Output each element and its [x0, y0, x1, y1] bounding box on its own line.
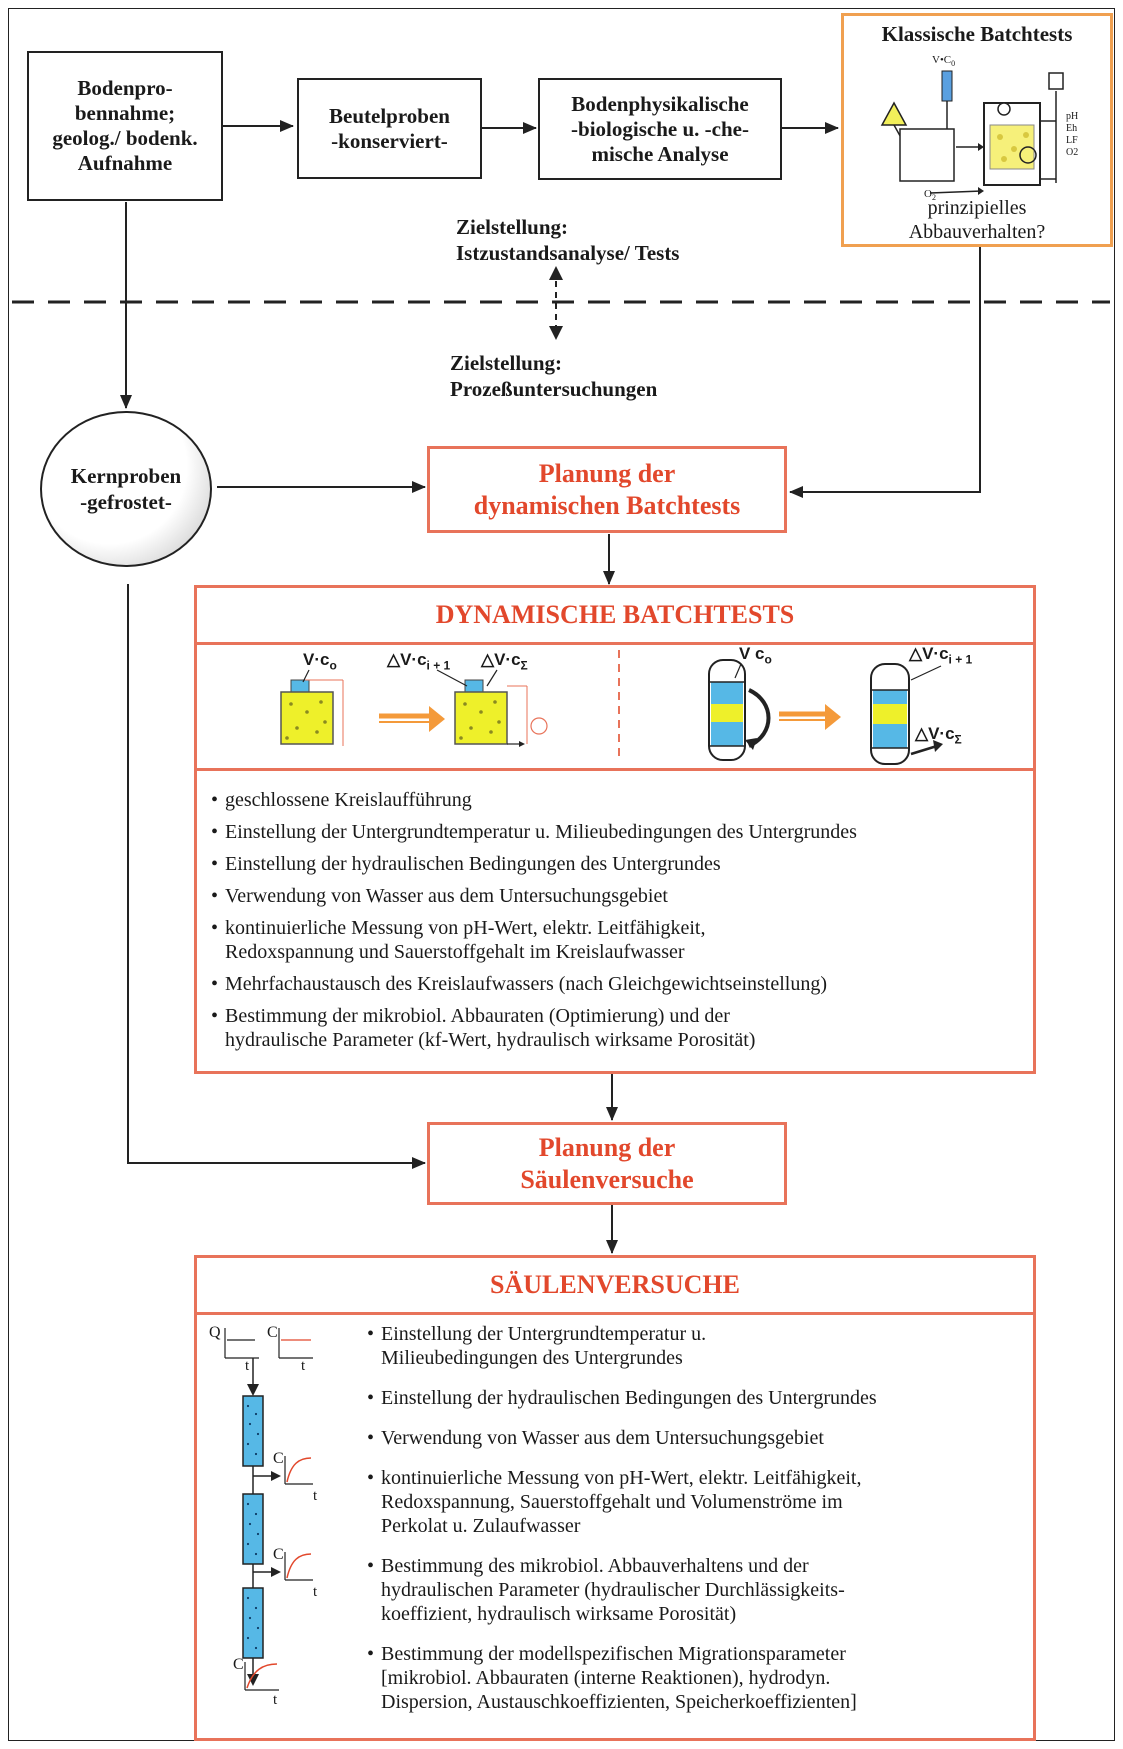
label-dvc-sum: △V·cΣ [481, 650, 528, 673]
batch-list-item: Verwendung von Wasser aus dem Untersuchu… [209, 884, 1023, 908]
batch-list-item: Mehrfachaustausch des Kreislaufwassers (… [209, 972, 1023, 996]
saeulen-list-item: Einstellung der hydraulischen Bedingunge… [365, 1386, 1023, 1410]
label-col-vc: V co [739, 644, 772, 667]
arrow-kern-to-saeulen [127, 584, 426, 1169]
axis-c-4: C [233, 1656, 244, 1673]
label-o2v: O2 [1066, 147, 1079, 158]
axis-t-1: t [245, 1358, 250, 1374]
axis-t-4: t [313, 1584, 318, 1600]
zielstellung-bottom: Zielstellung: Prozeßuntersuchungen [450, 351, 658, 401]
node-analyse: Bodenphysikalische -biologische u. -che-… [538, 78, 782, 180]
batch-list-item: kontinuierliche Messung von pH-Wert, ele… [209, 916, 1023, 964]
label-vc: V·co [303, 650, 337, 673]
column-series-schematic [224, 1328, 313, 1691]
dynamische-batchtests-panel: DYNAMISCHE BATCHTESTS [194, 585, 1036, 1074]
saeulen-list-item: Bestimmung der modellspezifischen Migrat… [365, 1642, 1023, 1714]
batch-list-item: Einstellung der Untergrundtemperatur u. … [209, 820, 1023, 844]
arrow-klassisch-to-planung [789, 247, 981, 498]
saeulenversuche-panel: SÄULENVERSUCHE [194, 1255, 1036, 1741]
saeulen-requirements-list: Einstellung der Untergrundtemperatur u. … [365, 1322, 1023, 1730]
node-kernproben: Kernproben -gefrostet- [40, 411, 212, 567]
batch-illustration [280, 650, 943, 765]
label-vc0: V•C0 [932, 54, 956, 69]
batch-list-item: geschlossene Kreislaufführung [209, 788, 1023, 812]
node-beutelproben: Beutelproben -konserviert- [297, 78, 482, 179]
label-col-dvc-sum: △V·cΣ [915, 724, 962, 747]
label-eh: Eh [1066, 123, 1078, 134]
klassische-apparatus-icon [880, 70, 1064, 195]
node-klassische-batchtests: Klassische Batchtests V•C0 O2 pH Eh LF O… [841, 13, 1113, 247]
batch-list-item: Einstellung der hydraulischen Bedingunge… [209, 852, 1023, 876]
klassische-question: prinzipielles Abbauverhalten? [908, 197, 1046, 243]
axis-q: Q [209, 1324, 221, 1341]
axis-c-1: C [267, 1324, 278, 1341]
zielstellung-top: Zielstellung: Istzustandsanalyse/ Tests [456, 215, 680, 265]
saeulen-list-item: Einstellung der Untergrundtemperatur u. … [365, 1322, 1023, 1370]
dynamische-batchtests-title: DYNAMISCHE BATCHTESTS [197, 588, 1033, 645]
axis-c-3: C [273, 1546, 284, 1563]
axis-t-5: t [273, 1692, 278, 1708]
node-bodenproben: Bodenpro- bennahme; geolog./ bodenk. Auf… [27, 51, 223, 201]
axis-t-2: t [301, 1358, 306, 1374]
saeulen-list-item: kontinuierliche Messung von pH-Wert, ele… [365, 1466, 1023, 1538]
node-planung-saeulen: Planung der Säulenversuche [427, 1122, 787, 1205]
axis-t-3: t [313, 1488, 318, 1504]
axis-c-2: C [273, 1450, 284, 1467]
batch-list-item: Bestimmung der mikrobiol. Abbauraten (Op… [209, 1004, 1023, 1052]
label-o2: O2 [924, 188, 936, 203]
label-dvc-i: △V·ci + 1 [387, 650, 451, 673]
saeulen-list-item: Bestimmung des mikrobiol. Abbauverhalten… [365, 1554, 1023, 1626]
label-ph: pH [1066, 111, 1079, 122]
node-planung-batch: Planung der dynamischen Batchtests [427, 446, 787, 533]
label-col-dvc-i: △V·ci + 1 [909, 644, 973, 667]
saeulenversuche-title: SÄULENVERSUCHE [197, 1258, 1033, 1315]
saeulen-list-item: Verwendung von Wasser aus dem Untersuchu… [365, 1426, 1023, 1450]
label-lf: LF [1066, 135, 1078, 146]
klassische-title: Klassische Batchtests [881, 22, 1073, 46]
batch-illustration-row: V·co △V·ci + 1 △V·cΣ V co △V·ci + 1 △V·c… [197, 642, 1033, 771]
batch-requirements-list: geschlossene KreislaufführungEinstellung… [209, 788, 1023, 1060]
